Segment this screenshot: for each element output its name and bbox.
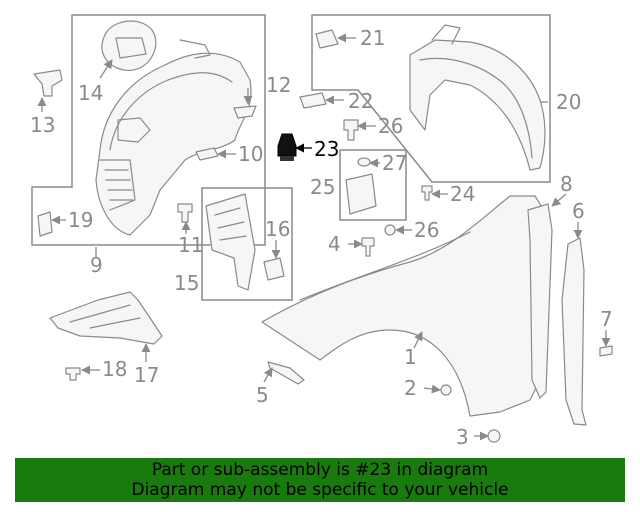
callout-17: 17 — [134, 363, 159, 387]
parts-diagram: 14 13 12 10 9 19 11 16 15 18 17 21 22 26… — [30, 14, 613, 449]
bracket-19-part — [37, 211, 53, 237]
callout-14: 14 — [78, 81, 103, 105]
clip-12-part — [233, 105, 257, 119]
nut-27-part — [357, 157, 371, 167]
callout-12: 12 — [266, 73, 291, 97]
bracket-15-part — [205, 193, 256, 291]
callout-21: 21 — [360, 26, 385, 50]
callout-25: 25 — [310, 175, 335, 199]
grommet-26b-part — [384, 224, 396, 236]
callout-6: 6 — [572, 199, 585, 223]
clip-2-part — [440, 384, 452, 396]
callout-27: 27 — [382, 151, 407, 175]
callout-16: 16 — [265, 217, 290, 241]
callout-26b: 26 — [414, 218, 439, 242]
screw-7-part — [599, 345, 613, 357]
bolt-11-part — [177, 203, 193, 223]
callout-20: 20 — [556, 90, 581, 114]
callout-9: 9 — [90, 253, 103, 277]
clip-13-part — [33, 69, 63, 97]
callout-10: 10 — [238, 142, 263, 166]
callout-23: 23 — [314, 137, 339, 161]
callout-2: 2 — [404, 376, 417, 400]
callout-26a: 26 — [378, 114, 403, 138]
banner-line-1: Part or sub-assembly is #23 in diagram — [151, 460, 489, 480]
access-cover-part — [101, 20, 157, 71]
group-frame-9 — [31, 14, 266, 246]
callout-3: 3 — [456, 425, 469, 449]
molding-5-part — [267, 361, 305, 385]
callout-1: 1 — [404, 345, 417, 369]
strip-6-part — [561, 237, 587, 426]
callout-22: 22 — [348, 89, 373, 113]
banner-line-2: Diagram may not be specific to your vehi… — [131, 480, 509, 500]
callout-5: 5 — [256, 383, 269, 407]
callout-4: 4 — [328, 232, 341, 256]
group-frame-20 — [311, 14, 551, 183]
clip-22-part — [299, 92, 327, 109]
callout-13: 13 — [30, 113, 55, 137]
callout-11: 11 — [178, 233, 203, 257]
bolt-4-part — [361, 237, 375, 257]
callout-15: 15 — [174, 271, 199, 295]
clip-21-part — [315, 29, 339, 49]
seal-8-part — [527, 203, 553, 399]
group-frame-25 — [339, 149, 407, 221]
fender-part — [261, 195, 546, 417]
highlighted-part-23 — [277, 133, 297, 161]
rear-liner-part — [409, 24, 546, 171]
bolt-18-part — [65, 367, 81, 381]
callout-8: 8 — [560, 172, 573, 196]
bracket-25-part — [345, 173, 377, 215]
shield-17-part — [49, 291, 163, 345]
group-frame-15 — [201, 187, 293, 301]
nut-3-part — [487, 429, 501, 443]
bolt-26a-part — [343, 119, 359, 141]
callout-18: 18 — [102, 357, 127, 381]
callout-19: 19 — [68, 208, 93, 232]
clip-16-part — [263, 257, 285, 281]
bolt-24-part — [421, 185, 433, 201]
callout-7: 7 — [600, 307, 613, 331]
part-info-banner: Part or sub-assembly is #23 in diagram D… — [15, 458, 625, 502]
callout-24: 24 — [450, 182, 475, 206]
